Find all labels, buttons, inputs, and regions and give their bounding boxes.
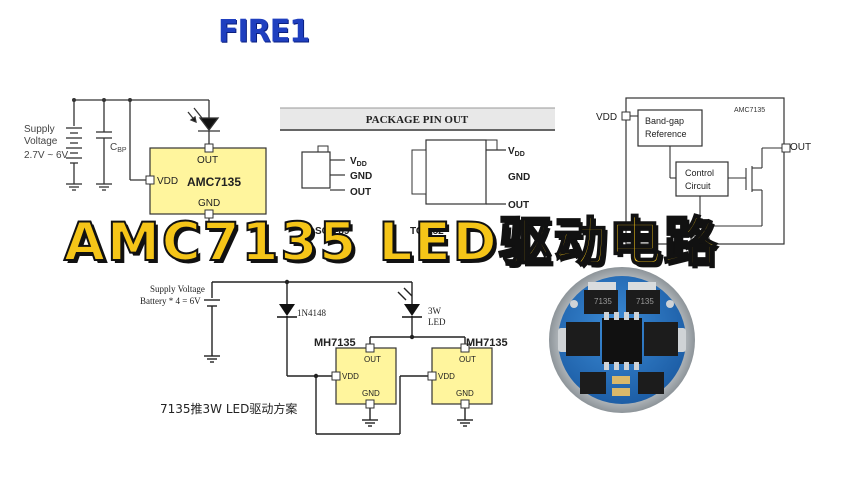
package-pin-out: PACKAGE PIN OUT VDD GND OUT SOT-89 VDD G… — [280, 107, 555, 237]
chip-name: AMC7135 — [187, 175, 241, 189]
mcu-chip — [602, 318, 642, 364]
to252-side — [411, 149, 427, 195]
to252-gnd: GND — [508, 172, 530, 183]
to252-tab — [484, 139, 498, 151]
node-dot — [72, 98, 76, 102]
led-3w — [404, 304, 420, 316]
pin-gnd — [204, 209, 214, 219]
amc7135-chip-top-right — [626, 290, 660, 314]
chip-marking: 7135 — [594, 297, 612, 306]
chip-marking-2: 7135 — [636, 297, 654, 306]
to252-out: OUT — [508, 200, 529, 211]
node-dot — [102, 98, 106, 102]
smd-resistor — [612, 376, 630, 384]
sot89-gnd: GND — [350, 171, 372, 182]
supply-label: Supply Voltage — [150, 284, 205, 294]
block-pin-vdd — [621, 111, 631, 121]
control-label: Control — [685, 168, 714, 178]
bandgap-label: Band-gap — [645, 116, 684, 126]
block-pin-out — [781, 143, 791, 153]
sot89-name: SOT-89 — [315, 226, 350, 237]
package-header — [280, 108, 555, 130]
block-out: OUT — [790, 142, 811, 153]
bandgap-box — [637, 109, 703, 147]
amc7135-chip — [149, 147, 267, 215]
package-title: PACKAGE PIN OUT — [366, 114, 469, 126]
smd-resistor — [612, 388, 630, 396]
supply-voltage-label: Supply — [24, 124, 55, 135]
vdd-label: VDD — [157, 176, 178, 187]
control-label-2: Circuit — [685, 181, 711, 191]
vdd-label-left: VDD — [342, 372, 359, 381]
sot89-body — [301, 151, 331, 189]
cbp-label: CBP — [110, 142, 127, 154]
vdd-label-right: VDD — [438, 372, 455, 381]
to252-body — [425, 139, 487, 205]
supply-voltage-label-2: Voltage — [24, 136, 58, 147]
block-diagram-amc7135: AMC7135 VDD Band-gap Reference Control C… — [596, 97, 811, 245]
node-dot — [128, 98, 132, 102]
brand-logo: FIRE1 — [218, 13, 310, 50]
block-vdd: VDD — [596, 112, 617, 123]
diode-label: 1N4148 — [297, 308, 326, 318]
chip-label-right: MH7135 — [466, 337, 508, 349]
chip-bottom-right — [638, 372, 664, 394]
block-title: AMC7135 — [734, 107, 765, 114]
chip-mid-right — [644, 322, 678, 356]
to252-name: TO-252 — [410, 226, 444, 237]
led-label: 3W — [428, 306, 442, 316]
pcb-photo: 7135 7135 — [549, 267, 695, 413]
amc7135-chip-top-left — [584, 290, 618, 314]
schematic-amc7135-basic — [66, 99, 220, 226]
to252-vdd: VDD — [508, 146, 525, 158]
out-label-right: OUT — [459, 355, 476, 364]
scheme-caption: 7135推3W LED驱动方案 — [160, 401, 297, 416]
led-label-2: LED — [428, 317, 446, 327]
pin-out — [204, 143, 214, 153]
via — [570, 300, 578, 308]
chip-mid-left — [566, 322, 600, 356]
control-box — [675, 161, 729, 197]
sot89-tab — [317, 145, 329, 153]
gnd-label: GND — [198, 198, 220, 209]
supply-voltage-range: 2.7V ~ 6V — [24, 150, 69, 161]
gnd-label-right: GND — [456, 389, 474, 398]
bandgap-label-2: Reference — [645, 129, 687, 139]
via — [666, 300, 674, 308]
sot89-out: OUT — [350, 187, 371, 198]
battery-label: Battery * 4 = 6V — [140, 296, 201, 306]
diode-1n4148 — [279, 304, 295, 316]
sot89-vdd: VDD — [350, 156, 367, 168]
page-title-banner: AMC7135 LED驱动电路 — [63, 211, 719, 274]
pin-vdd — [145, 175, 155, 185]
block-gnd: GND — [690, 234, 711, 244]
out-label-left: OUT — [364, 355, 381, 364]
gnd-label-left: GND — [362, 389, 380, 398]
chip-label-left: MH7135 — [314, 337, 356, 349]
out-label: OUT — [197, 155, 218, 166]
chip-bottom-left — [580, 372, 606, 394]
